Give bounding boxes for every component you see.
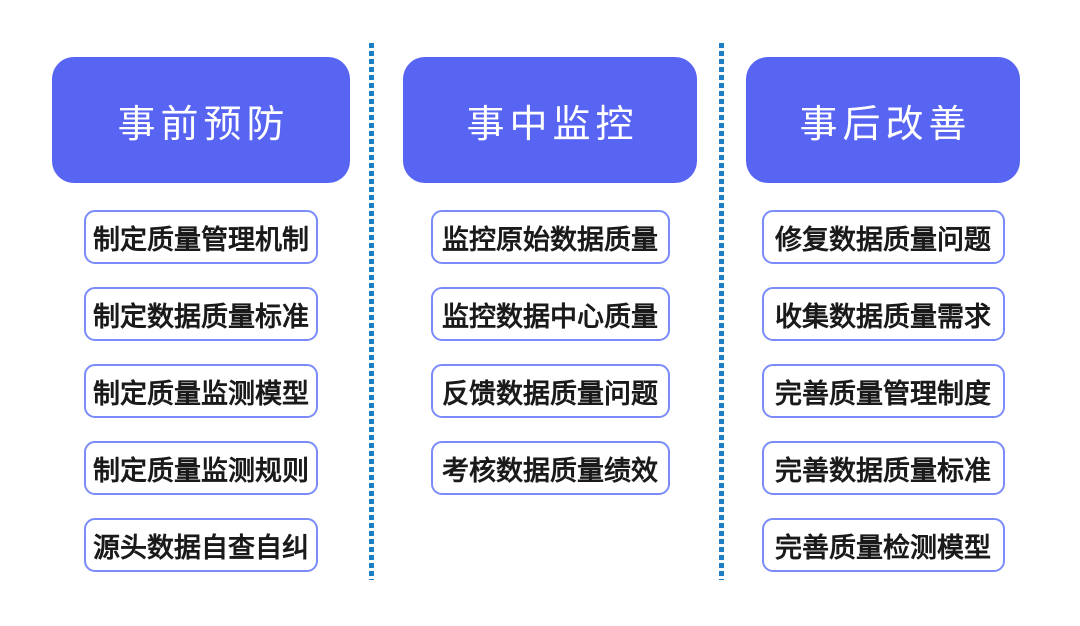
- process-step: 源头数据自查自纠: [84, 518, 318, 572]
- process-step: 修复数据质量问题: [761, 210, 1005, 264]
- column-divider: [719, 43, 724, 580]
- column-in-process-monitoring: 事中监控 监控原始数据质量 监控数据中心质量 反馈数据质量问题 考核数据质量绩效: [403, 57, 697, 495]
- column-header-in-process-monitoring: 事中监控: [403, 57, 697, 183]
- column-divider: [369, 43, 374, 580]
- step-list: 制定质量管理机制 制定数据质量标准 制定质量监测模型 制定质量监测规则 源头数据…: [84, 210, 318, 572]
- process-step: 制定质量监测规则: [84, 441, 318, 495]
- step-list: 修复数据质量问题 收集数据质量需求 完善质量管理制度 完善数据质量标准 完善质量…: [761, 210, 1005, 572]
- column-pre-prevention: 事前预防 制定质量管理机制 制定数据质量标准 制定质量监测模型 制定质量监测规则…: [52, 57, 350, 572]
- step-list: 监控原始数据质量 监控数据中心质量 反馈数据质量问题 考核数据质量绩效: [430, 210, 670, 495]
- process-step: 监控数据中心质量: [430, 287, 670, 341]
- process-step: 反馈数据质量问题: [430, 364, 670, 418]
- process-step: 完善质量管理制度: [761, 364, 1005, 418]
- process-step: 制定质量管理机制: [84, 210, 318, 264]
- process-step: 完善质量检测模型: [761, 518, 1005, 572]
- process-step: 考核数据质量绩效: [430, 441, 670, 495]
- process-step: 制定数据质量标准: [84, 287, 318, 341]
- column-header-post-improvement: 事后改善: [746, 57, 1020, 183]
- process-step: 制定质量监测模型: [84, 364, 318, 418]
- process-step: 完善数据质量标准: [761, 441, 1005, 495]
- process-step: 监控原始数据质量: [430, 210, 670, 264]
- column-header-pre-prevention: 事前预防: [52, 57, 350, 183]
- process-step: 收集数据质量需求: [761, 287, 1005, 341]
- column-post-improvement: 事后改善 修复数据质量问题 收集数据质量需求 完善质量管理制度 完善数据质量标准…: [746, 57, 1020, 572]
